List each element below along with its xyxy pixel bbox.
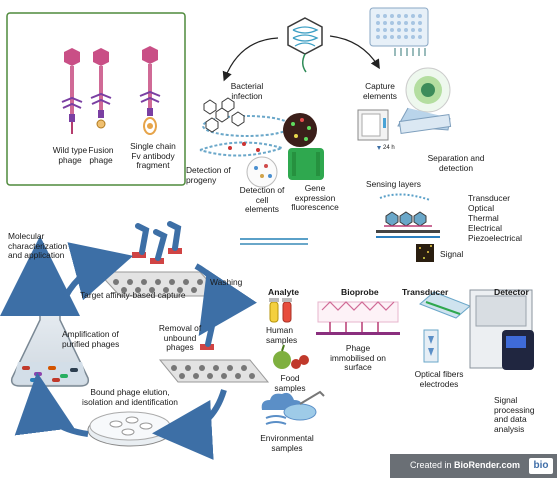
- biorender-footer: Created in BioRender.com bio: [390, 454, 557, 478]
- optical-fiber-icon: [419, 291, 471, 363]
- detection-cell-label: Detection of cell elements: [239, 185, 285, 215]
- molecular-label: Molecular characterization and applicati…: [8, 231, 68, 261]
- washing-label: Washing: [210, 277, 243, 287]
- sensing-layer-icon: [376, 193, 440, 262]
- capture-elements-label: Capture elements: [363, 81, 397, 101]
- separation-label: Separation and detection: [427, 153, 485, 173]
- human-samples-label: Human samples: [266, 325, 298, 345]
- arrow-to-elution: [152, 389, 227, 460]
- petri-dish-icon: [87, 411, 173, 447]
- environmental-samples-icon: [261, 390, 325, 425]
- transducer-type-1: Optical: [468, 203, 495, 213]
- bacterial-infection-label: Bacterial infection: [230, 81, 264, 101]
- progeny-icon: [199, 141, 286, 157]
- microplate-icon: [369, 7, 429, 56]
- environmental-samples-label: Environmental samples: [260, 433, 314, 453]
- central-phage-icon: [287, 17, 323, 73]
- footer-text: Created in BioRender.com: [410, 460, 520, 470]
- incubator-icon: [357, 109, 389, 150]
- arrow-to-capture: [329, 35, 380, 70]
- removal-label: Removal of unbound phages: [158, 323, 202, 353]
- transducer-type-4: Piezoelectrical: [468, 233, 522, 243]
- fluorescence-icon: [283, 113, 324, 180]
- detector-device-icon: [469, 289, 534, 370]
- transducer-type-0: Transducer: [468, 193, 511, 203]
- footer-prefix: Created in: [410, 460, 455, 470]
- arrow-to-capture-step: [63, 242, 134, 301]
- analyte-heading: Analyte: [268, 287, 300, 297]
- wild-type-phage-icon: [61, 48, 83, 134]
- transducer-type-2: Thermal: [468, 213, 499, 223]
- elution-label: Bound phage elution, isolation and ident…: [82, 387, 178, 407]
- fusion-label: Fusion phage: [88, 145, 114, 165]
- detector-heading: Detector: [494, 287, 529, 297]
- time-label: 24 h: [383, 145, 395, 151]
- magnified-capture-icon: [397, 67, 452, 134]
- phage-immobilised-label: Phage immobilised on surface: [330, 343, 386, 373]
- arrow-to-infection: [222, 37, 279, 82]
- signal-processing-label: Signal processing and data analysis: [494, 395, 535, 434]
- cell-elements-icon: [246, 156, 278, 188]
- transducer-heading: Transducer: [402, 287, 449, 297]
- bacteria-infection-icon: [202, 97, 292, 137]
- capture-surface-icon: [96, 221, 224, 297]
- gene-expression-label: Gene expression fluorescence: [291, 183, 339, 213]
- sensing-layers-label: Sensing layers: [366, 179, 421, 189]
- surface-bar-1: [240, 238, 308, 240]
- arrow-to-amplification: [14, 372, 89, 437]
- food-samples-icon: [273, 344, 309, 369]
- food-samples-label: Food samples: [274, 373, 306, 393]
- target-capture-label: Target affinity-based capture: [80, 290, 186, 300]
- wild-type-label: Wild type phage: [52, 145, 88, 165]
- scfv-label: Single chain Fv antibody fragment: [130, 141, 176, 171]
- arrow-washing: [194, 263, 257, 336]
- amplification-label: Amplification of purified phages: [62, 329, 120, 349]
- biorender-logo-icon: bio: [529, 458, 553, 474]
- scfv-phage-icon: [139, 46, 161, 135]
- bioprobe-surface-icon: [316, 301, 400, 335]
- human-samples-icon: [269, 298, 292, 323]
- phage-panel-border: [6, 12, 186, 186]
- detection-progeny-label: Detection of progeny: [186, 165, 231, 185]
- signal-label: Signal: [440, 249, 464, 259]
- footer-brand[interactable]: BioRender.com: [454, 460, 521, 470]
- surface-bar-2: [240, 243, 308, 245]
- optical-fibers-label: Optical fibers electrodes: [414, 369, 464, 389]
- transducer-type-3: Electrical: [468, 223, 502, 233]
- bioprobe-heading: Bioprobe: [341, 287, 379, 297]
- fusion-phage-icon: [90, 48, 112, 129]
